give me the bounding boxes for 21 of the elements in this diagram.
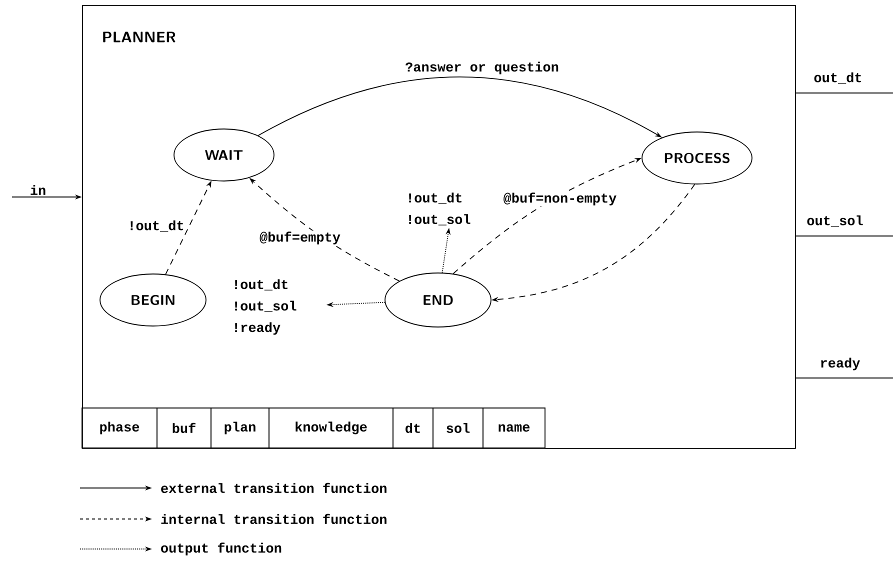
table-cell: sol	[432, 408, 484, 448]
table-cell: plan	[210, 408, 270, 448]
edge-label: @buf=empty	[258, 230, 342, 246]
edge-label: out_sol	[806, 214, 864, 228]
edge-label: ?answer or question	[404, 60, 560, 76]
table-cell: dt	[392, 408, 434, 448]
port-line	[795, 92, 893, 94]
table-cell: name	[482, 408, 546, 448]
edge-label: !out_dt	[126, 219, 186, 233]
table-cell: buf	[156, 408, 212, 448]
edge-label: in	[28, 184, 48, 196]
table-cell: phase	[82, 408, 158, 448]
legend-text: output function	[161, 542, 282, 556]
edge-label: out_dt	[812, 71, 864, 85]
table-cell: knowledge	[268, 408, 394, 448]
edge-label: ready	[818, 356, 862, 372]
edge-label: @buf=non-empty	[502, 192, 618, 206]
output-text: !out_dt !out_sol	[409, 192, 470, 226]
output-text: !out_dt !out_sol !ready	[235, 279, 296, 335]
legend-text: internal transition function	[161, 514, 386, 524]
legend-text: external transition function	[161, 482, 386, 494]
